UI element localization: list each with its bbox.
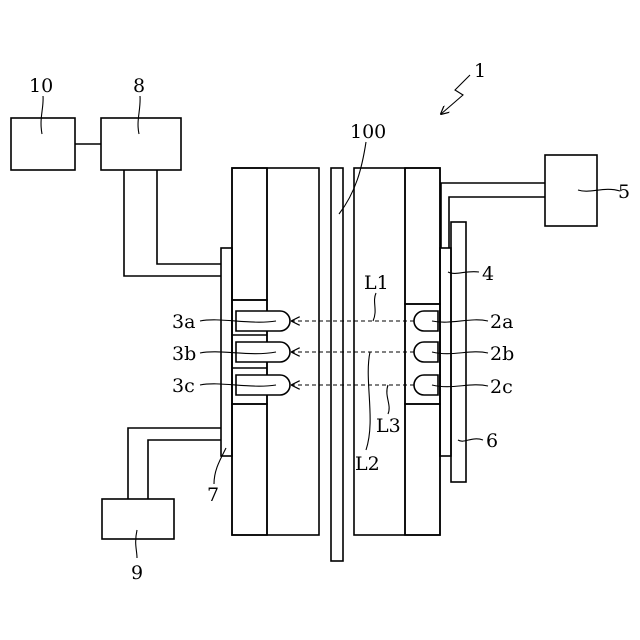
label-beam-l2: L2 [355, 453, 380, 475]
unit-8-box [101, 118, 181, 170]
label-board-4: 4 [482, 263, 494, 285]
unit-10-box [11, 118, 75, 170]
label-beam-l3: L3 [376, 415, 401, 437]
label-receiver-3b: 3b [172, 343, 196, 365]
label-board-7: 7 [207, 484, 219, 506]
label-receiver-3a: 3a [172, 311, 195, 333]
board-right-4 [440, 248, 451, 456]
label-unit-8: 8 [133, 75, 145, 97]
label-unit-5: 5 [618, 181, 630, 203]
unit-9-box [102, 499, 174, 539]
label-plate-6: 6 [486, 430, 498, 452]
label-sheet-100: 100 [350, 121, 386, 143]
label-unit-9: 9 [131, 562, 143, 584]
label-unit-10: 10 [29, 75, 53, 97]
label-emitter-2b: 2b [490, 343, 514, 365]
sheet-100 [331, 168, 343, 561]
label-beam-l1: L1 [364, 272, 389, 294]
label-emitter-2a: 2a [490, 311, 513, 333]
plate-6 [451, 222, 466, 482]
label-receiver-3c: 3c [172, 375, 195, 397]
label-device-1: 1 [474, 60, 486, 82]
label-emitter-2c: 2c [490, 376, 513, 398]
receiver-3b [236, 342, 290, 362]
